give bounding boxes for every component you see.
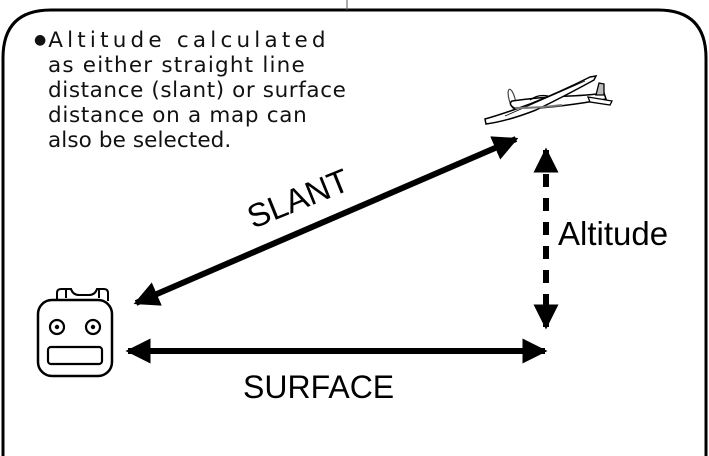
rc-glider-icon (485, 76, 612, 124)
altitude-label: Altitude (558, 215, 668, 252)
surface-label: SURFACE (243, 369, 394, 405)
rc-transmitter-icon (38, 289, 112, 376)
slant-label: SLANT (242, 161, 354, 235)
slant-arrow (136, 139, 516, 303)
